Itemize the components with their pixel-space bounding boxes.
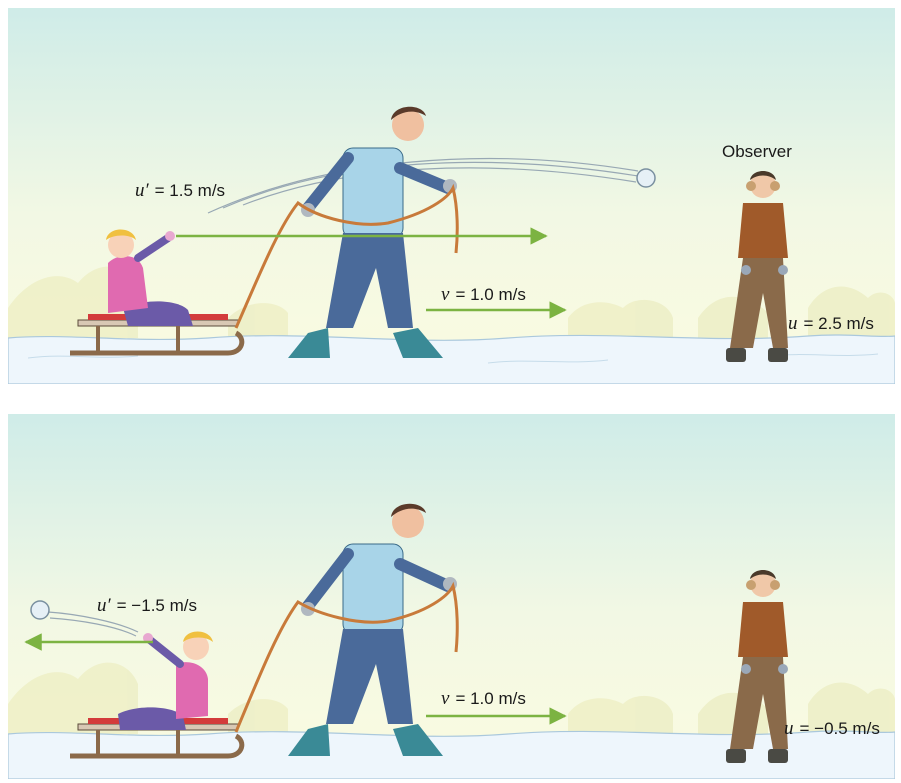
- u-prime-label: u′ = 1.5 m/s: [135, 180, 225, 201]
- v-value: = 1.0 m/s: [455, 285, 525, 304]
- snowball-icon: [637, 169, 655, 187]
- u-prime-value: = −1.5 m/s: [117, 596, 197, 615]
- u-symbol: u: [784, 718, 794, 739]
- v-symbol: v: [441, 688, 450, 709]
- u-value: = 2.5 m/s: [804, 314, 874, 333]
- u-prime-symbol: u′: [97, 595, 112, 616]
- observer-label: Observer: [722, 142, 792, 161]
- u-value: = −0.5 m/s: [800, 719, 880, 738]
- u-symbol: u: [788, 313, 798, 334]
- v-symbol: v: [441, 284, 450, 305]
- top-scene-panel: u′ = 1.5 m/s v = 1.0 m/s u = 2.5 m/s Observ…: [8, 8, 895, 384]
- bottom-scene-panel: u′ = −1.5 m/s v = 1.0 m/s u = −0.5 m/s: [8, 414, 895, 779]
- snowball-icon: [31, 601, 49, 619]
- snow-ground: [8, 335, 895, 384]
- u-prime-symbol: u′: [135, 180, 150, 201]
- u-prime-value: = 1.5 m/s: [155, 181, 225, 200]
- v-value: = 1.0 m/s: [455, 689, 525, 708]
